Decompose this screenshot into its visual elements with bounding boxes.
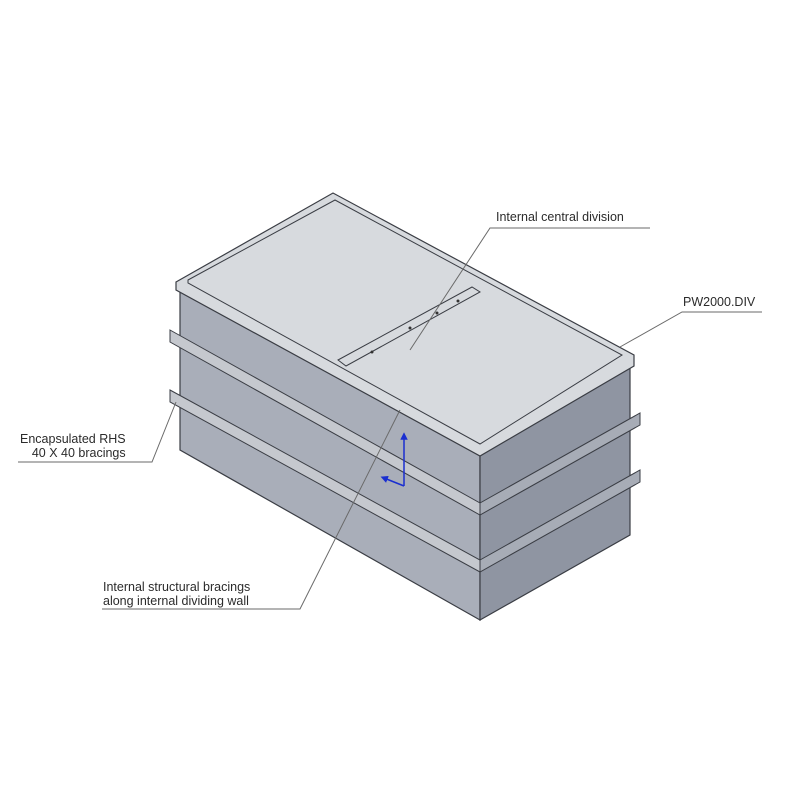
rim-fixing-dot	[435, 311, 439, 315]
callout-internal-bracings: Internal structural bracings along inter…	[103, 580, 250, 608]
triad-arrow-icon	[380, 432, 408, 487]
callout-model-code: PW2000.DIV	[683, 295, 756, 309]
callout-encapsulated-rhs: Encapsulated RHS 40 X 40 bracings	[20, 432, 126, 460]
divider-top-rail	[337, 286, 481, 367]
rim-fixing-dot	[370, 350, 374, 354]
rim-fixing-dot	[456, 299, 460, 303]
callout-encapsulated-line2: 40 X 40 bracings	[31, 446, 126, 460]
leader-model-code	[619, 311, 762, 348]
bracing-band-upper-right	[479, 412, 641, 516]
callout-internal-bracings-line1: Internal structural bracings	[103, 580, 251, 594]
leader-encapsulated-rhs	[18, 401, 177, 463]
rim-fixing-dot	[408, 326, 412, 330]
bracing-band-lower-right	[479, 469, 641, 573]
leader-internal-bracings	[102, 409, 401, 610]
leader-internal-central-division	[409, 227, 650, 351]
leader-lines	[18, 227, 762, 610]
callout-encapsulated-line1: Encapsulated RHS	[20, 432, 126, 446]
tank-opening	[187, 199, 623, 445]
callout-internal-central-division: Internal central division	[496, 210, 624, 224]
callout-internal-bracings-line2: along internal dividing wall	[103, 594, 249, 608]
